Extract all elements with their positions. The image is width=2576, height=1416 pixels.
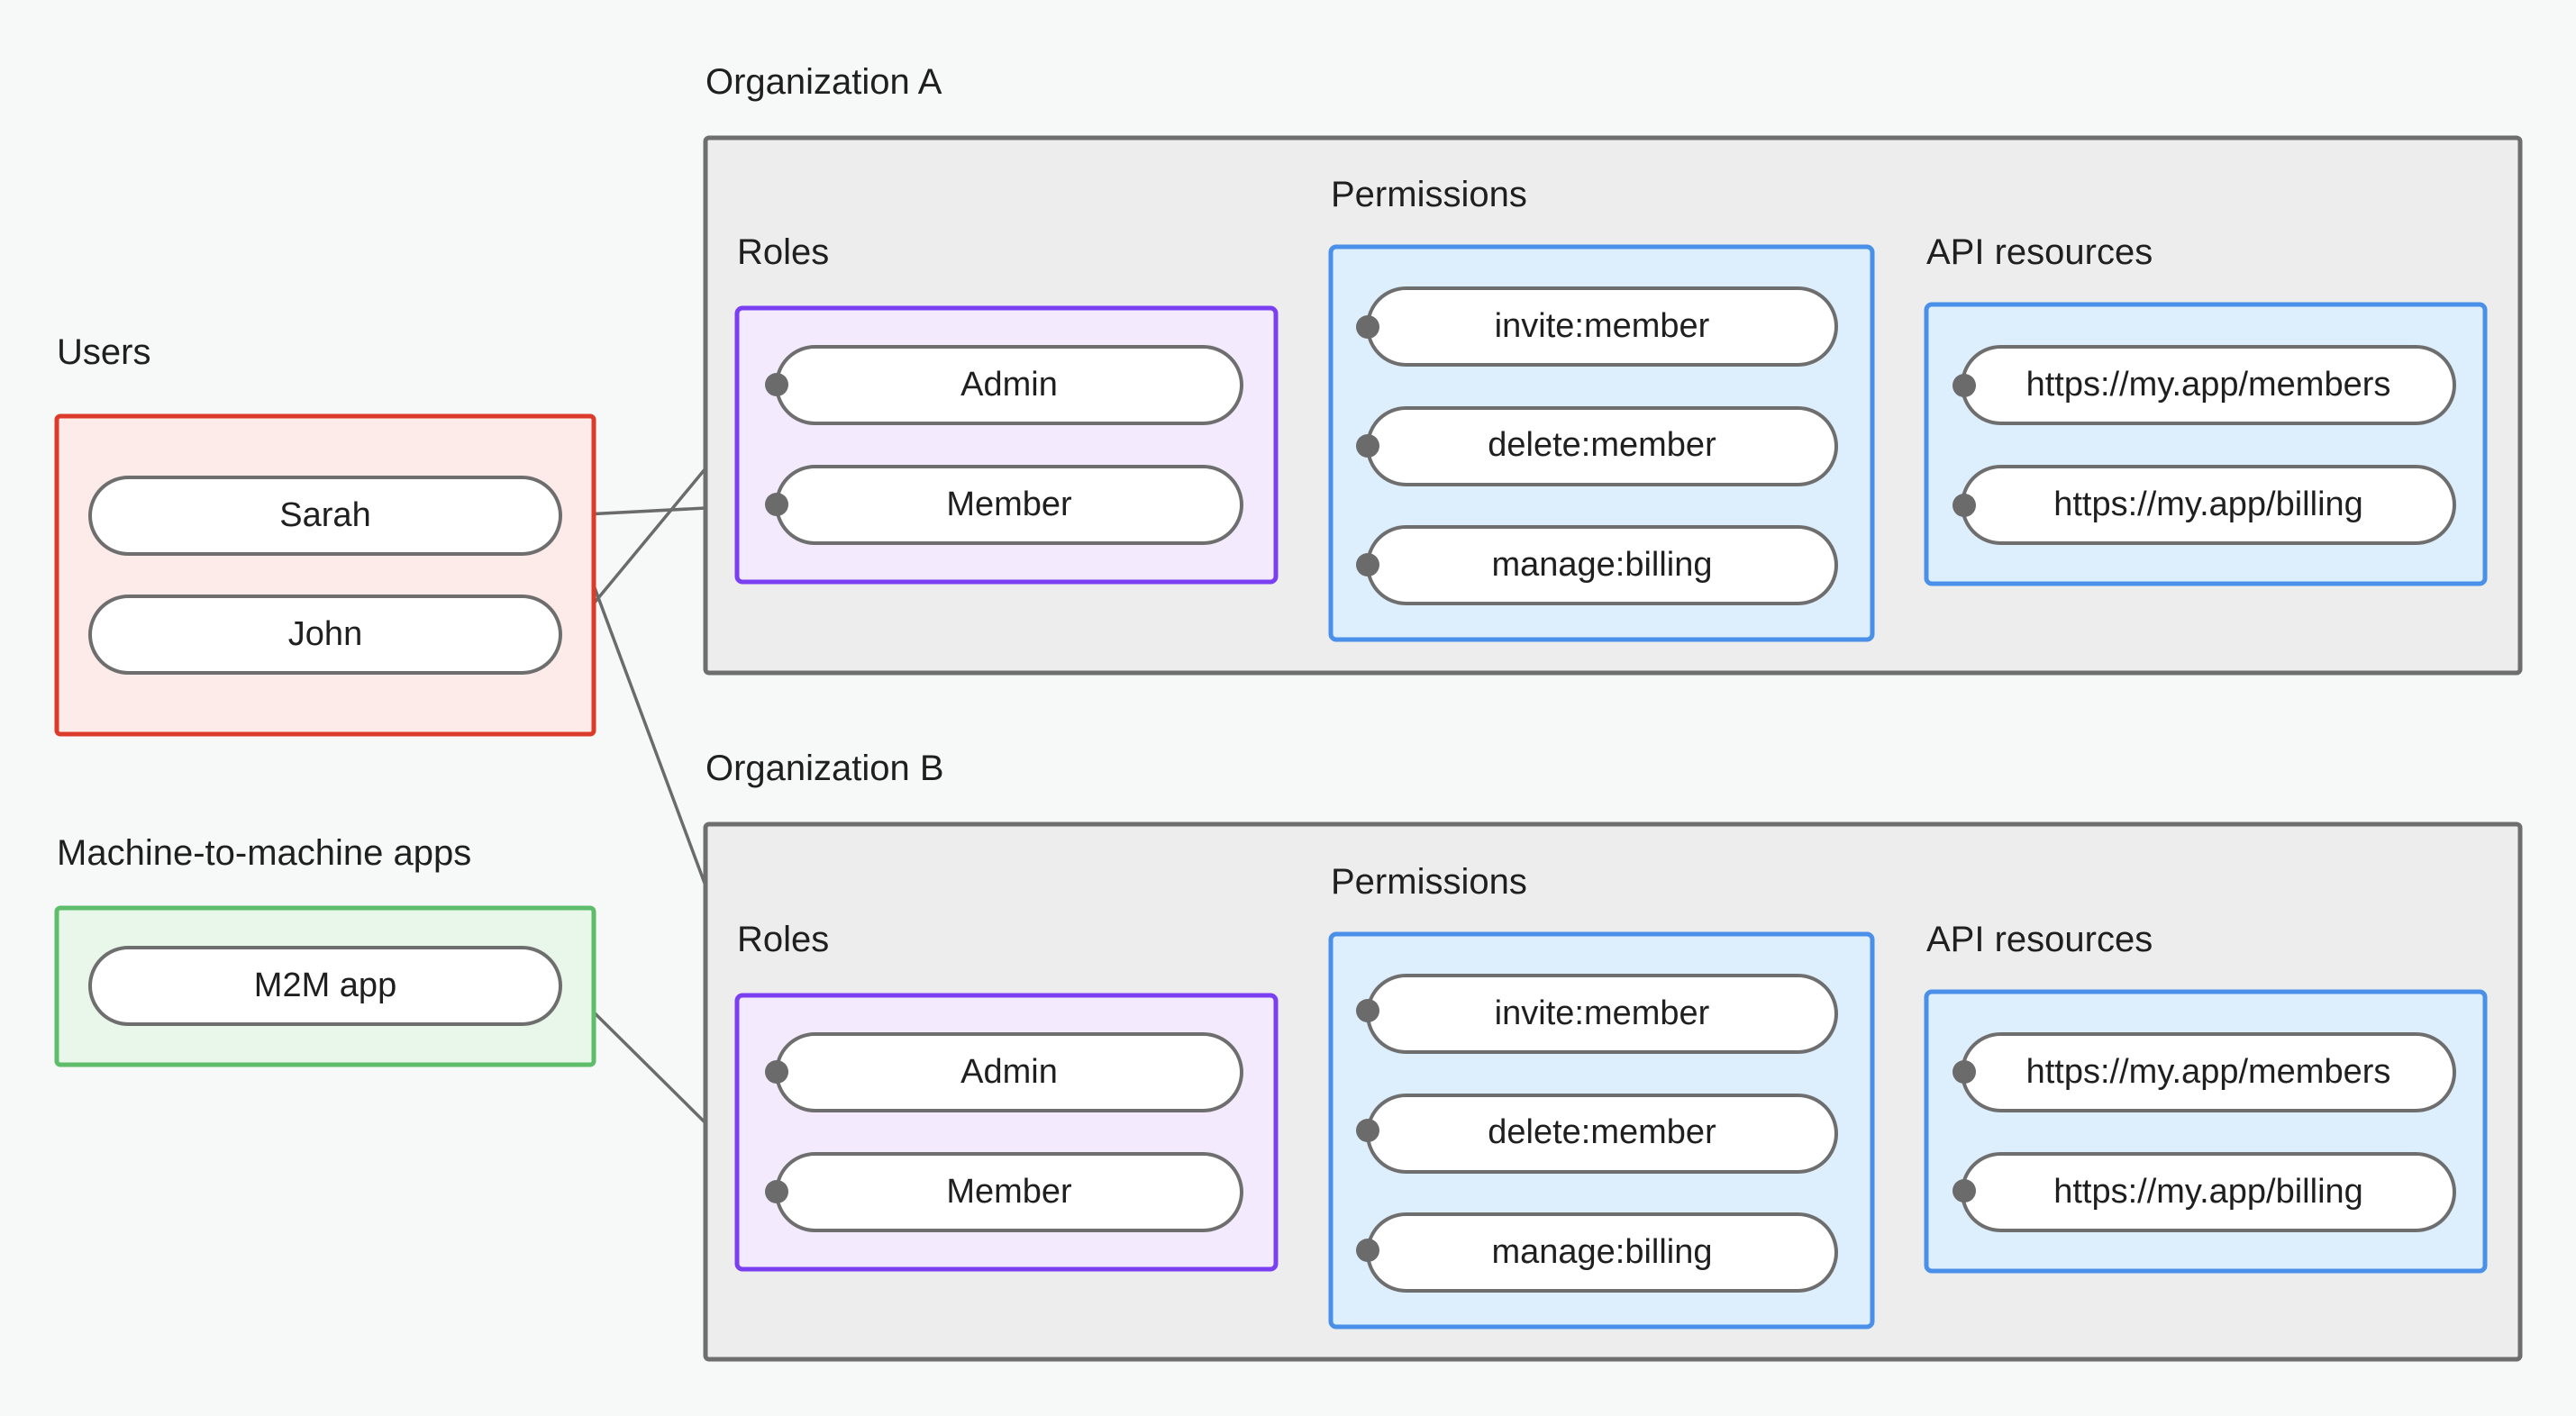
m2m-app[interactable] <box>88 946 562 1026</box>
dot-orgB-admin-in <box>765 1060 788 1084</box>
dot-orgA-manage-in <box>1356 553 1379 576</box>
org-a-api-title: API resources <box>1926 232 2153 272</box>
dot-orgB-member-in <box>765 1180 788 1203</box>
dot-orgA-member-in <box>765 493 788 516</box>
dot-orgA-billing-in <box>1952 494 1976 517</box>
m2m-app-label: M2M app <box>254 967 396 1004</box>
user-sarah[interactable] <box>88 476 562 556</box>
dot-orgA-admin-in <box>765 373 788 396</box>
org-a-title: Organization A <box>705 62 942 102</box>
org-b-roles-title: Roles <box>737 920 829 959</box>
org-b-title: Organization B <box>705 749 944 788</box>
org-b-role-member-label: Member <box>946 1173 1072 1211</box>
org-a-api-members-label: https://my.app/members <box>2026 366 2391 404</box>
org-b-permission-invite-label: invite:member <box>1495 994 1710 1032</box>
users-title: Users <box>57 332 150 372</box>
user-john-label: John <box>288 615 362 653</box>
dot-orgA-invite-in <box>1356 315 1379 339</box>
org-b-permissions-title: Permissions <box>1331 862 1527 902</box>
org-a-role-member-label: Member <box>946 486 1072 523</box>
org-a-permission-delete-label: delete:member <box>1488 426 1716 464</box>
org-a-roles-title: Roles <box>737 232 829 272</box>
dot-orgA-delete-in <box>1356 434 1379 458</box>
org-a-permission-invite-label: invite:member <box>1495 307 1710 345</box>
org-b-api-members-label: https://my.app/members <box>2026 1053 2391 1091</box>
org-b-api-title: API resources <box>1926 920 2153 959</box>
org-a-api-billing-label: https://my.app/billing <box>2053 486 2363 523</box>
dot-orgB-members-in <box>1952 1060 1976 1084</box>
org-b-role-admin-label: Admin <box>960 1053 1058 1091</box>
dot-orgB-delete-in <box>1356 1119 1379 1142</box>
org-a-permissions-title: Permissions <box>1331 175 1527 214</box>
user-john[interactable] <box>88 595 562 675</box>
dot-orgB-billing-in <box>1952 1179 1976 1203</box>
org-b-api-billing-label: https://my.app/billing <box>2053 1173 2363 1211</box>
connection-endpoint-dots <box>765 315 1976 1262</box>
org-a-permission-manage-label: manage:billing <box>1491 546 1712 584</box>
dot-orgB-invite-in <box>1356 999 1379 1022</box>
user-sarah-label: Sarah <box>279 496 370 534</box>
org-b-permission-delete-label: delete:member <box>1488 1113 1716 1151</box>
org-a-role-admin-label: Admin <box>960 366 1058 404</box>
org-b-permission-manage-label: manage:billing <box>1491 1233 1712 1271</box>
dot-orgA-members-in <box>1952 374 1976 397</box>
m2m-title: Machine-to-machine apps <box>57 833 471 873</box>
dot-orgB-manage-in <box>1356 1239 1379 1262</box>
users-container <box>54 413 596 737</box>
